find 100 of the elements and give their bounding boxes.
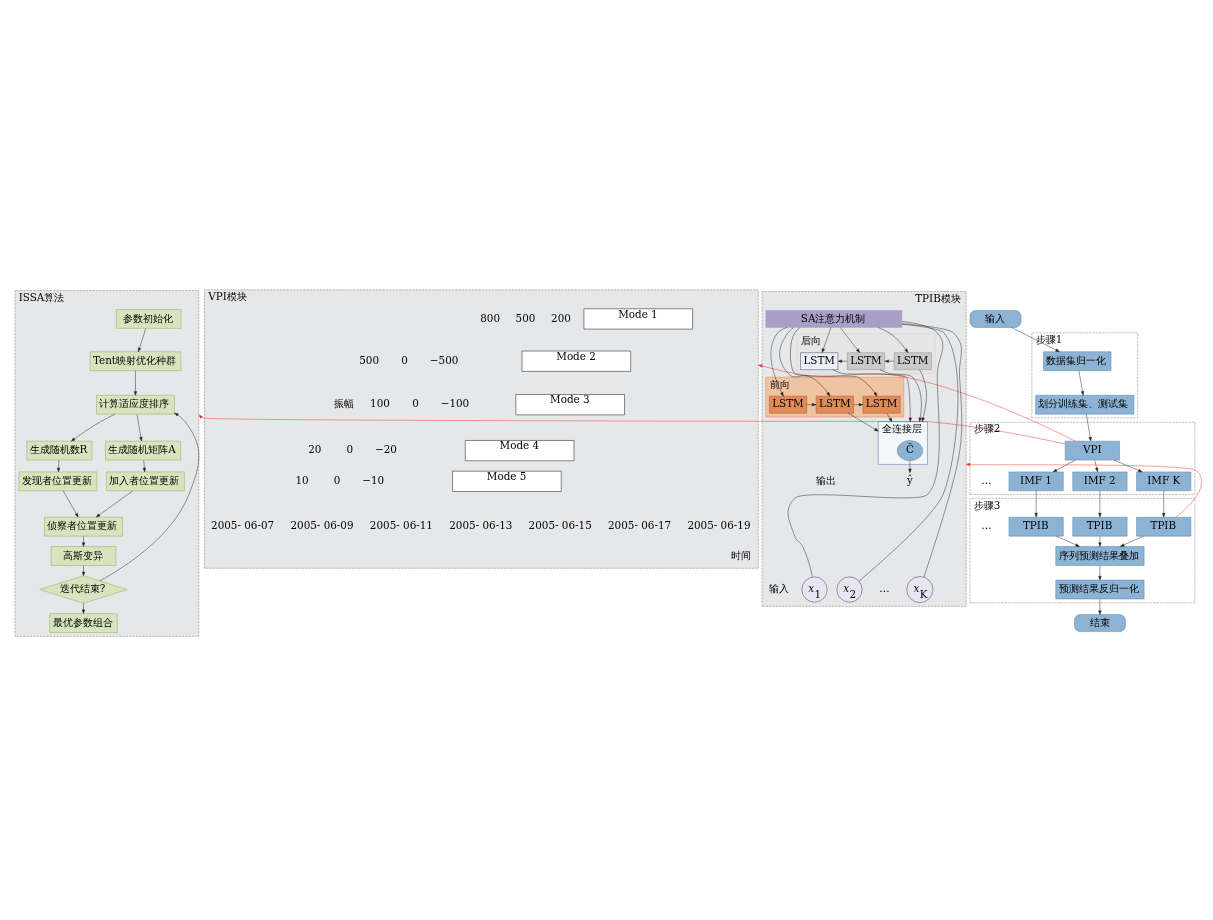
node-box: IMF K xyxy=(1136,471,1192,491)
node-box: IMF 1 xyxy=(1008,471,1064,491)
arrow xyxy=(779,326,831,396)
node-box: SA注意力机制 xyxy=(765,309,903,328)
arrow xyxy=(821,326,832,353)
node-box: 侦察者位置更新 xyxy=(44,516,123,536)
node-box: LSTM xyxy=(800,351,839,370)
node-box: 最优参数组合 xyxy=(49,612,118,633)
node-box: IMF 2 xyxy=(1072,471,1128,491)
arrow xyxy=(832,369,912,422)
label: 800 xyxy=(480,311,500,324)
label: 输出 xyxy=(816,473,837,486)
arrow xyxy=(1098,535,1102,547)
label: −500 xyxy=(429,353,459,366)
node-box: Tent映射优化种群 xyxy=(89,351,182,371)
arrow xyxy=(877,326,909,353)
arrow xyxy=(853,402,864,406)
arrow xyxy=(879,369,922,422)
label: 时间 xyxy=(730,548,751,561)
node-box: Mode 3 xyxy=(515,393,625,415)
arrow xyxy=(1120,535,1144,547)
arrow xyxy=(1098,490,1102,517)
node-box: LSTM xyxy=(862,395,901,413)
arrow xyxy=(198,414,1066,444)
arrow xyxy=(136,413,143,441)
node-box: LSTM xyxy=(847,351,885,370)
node-box: Mode 2 xyxy=(521,350,631,372)
arrow xyxy=(886,412,893,422)
arrow xyxy=(81,564,86,576)
arrow xyxy=(837,359,848,363)
connector xyxy=(858,323,959,581)
label: 2005- 06-11 xyxy=(369,518,433,531)
node-box: 加入者位置更新 xyxy=(106,471,185,491)
arrow xyxy=(71,413,116,441)
connector xyxy=(787,320,944,577)
node-box: 结束 xyxy=(1074,613,1126,632)
label: 10 xyxy=(295,473,309,486)
arrow xyxy=(1052,459,1076,472)
arrow xyxy=(81,602,86,614)
node-text: ŷ xyxy=(906,473,913,486)
arrow xyxy=(1078,369,1085,395)
node-box: 生成随机矩阵A xyxy=(105,440,181,460)
node-box: Mode 1 xyxy=(583,308,693,329)
label: 0 xyxy=(346,442,354,455)
node-ellipse: C̃ xyxy=(896,439,923,461)
label: 2005- 06-17 xyxy=(608,518,672,531)
arrow xyxy=(1056,535,1080,547)
node-box: Mode 5 xyxy=(452,470,562,492)
arrow xyxy=(790,326,878,396)
node-box: 预测结果反归一化 xyxy=(1055,579,1145,599)
node-box: TPIB xyxy=(1072,516,1128,536)
node-box: TPIB xyxy=(1136,516,1192,536)
label: 2005- 06-13 xyxy=(449,518,513,531)
arrow xyxy=(884,359,895,363)
node-diamond: 迭代结束? xyxy=(39,575,128,603)
label: 0 xyxy=(401,353,408,366)
arrow xyxy=(1034,490,1038,517)
node-box: LSTM xyxy=(815,395,854,413)
arrow xyxy=(1113,459,1143,472)
arrow xyxy=(142,459,146,472)
arrow xyxy=(1098,598,1102,615)
label: 500 xyxy=(359,353,380,366)
arrow xyxy=(908,459,912,473)
node-box: 参数初始化 xyxy=(116,308,182,329)
label: 2005- 06-07 xyxy=(211,518,275,531)
arrow xyxy=(99,412,200,581)
label: … xyxy=(981,473,992,486)
label: 振幅 xyxy=(333,396,354,409)
arrow xyxy=(770,326,788,396)
label: −10 xyxy=(362,473,385,486)
node-box: 划分训练集、测试集 xyxy=(1035,394,1135,414)
arrow xyxy=(848,412,879,431)
arrow xyxy=(62,490,79,517)
arrow xyxy=(806,402,817,406)
arrow xyxy=(1011,326,1060,352)
node-box: Mode 4 xyxy=(465,439,575,461)
label: 20 xyxy=(308,442,322,455)
arrow xyxy=(965,462,1202,517)
arrow xyxy=(1098,564,1102,580)
label: 200 xyxy=(551,311,571,324)
label: 0 xyxy=(333,473,341,486)
label: −20 xyxy=(375,442,397,455)
node-box: 计算适应度排序 xyxy=(96,394,175,414)
node-box: TPIB xyxy=(1008,516,1064,536)
arrow xyxy=(95,490,134,517)
label: 2005- 06-09 xyxy=(290,518,354,531)
arrow xyxy=(81,535,86,547)
arrow xyxy=(1162,490,1166,517)
arrow xyxy=(138,327,146,352)
arrow xyxy=(840,326,860,353)
label: … xyxy=(879,581,890,594)
label: 500 xyxy=(515,311,536,324)
label: 0 xyxy=(412,396,419,409)
label: 输入 xyxy=(768,581,789,594)
label: 2005- 06-19 xyxy=(687,518,751,531)
node-box: 发现者位置更新 xyxy=(18,471,98,491)
label: 100 xyxy=(370,396,390,409)
node-box: LSTM xyxy=(893,351,932,370)
arrow xyxy=(133,369,138,395)
connector xyxy=(901,322,962,577)
